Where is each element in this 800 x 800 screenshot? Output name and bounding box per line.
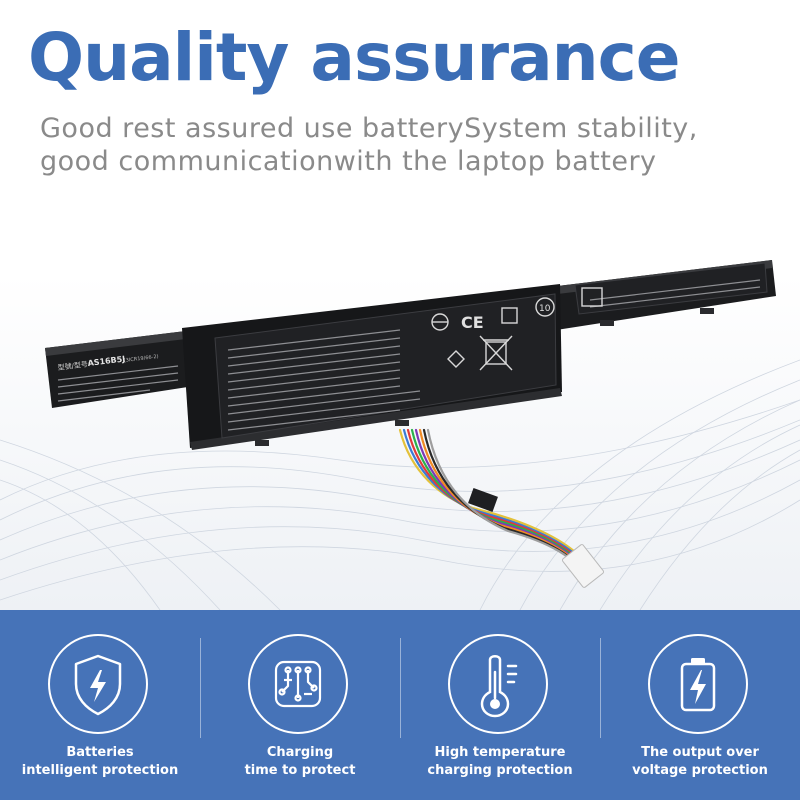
feature-high-temperature: High temperature charging protection bbox=[400, 610, 600, 800]
feature-label-line-1: High temperature bbox=[434, 745, 566, 760]
circuit-chip-icon bbox=[274, 660, 322, 708]
battery-fine-print bbox=[57, 279, 761, 431]
feature-icon-circle bbox=[648, 634, 748, 734]
page-title: Quality assurance bbox=[28, 19, 680, 96]
battery-end-label bbox=[574, 262, 768, 315]
thermometer-icon bbox=[480, 655, 518, 718]
feature-icon-circle bbox=[448, 634, 548, 734]
feature-over-voltage: The output over voltage protection bbox=[600, 610, 800, 800]
ce-mark: CE bbox=[461, 313, 484, 332]
battery-shield-icon bbox=[74, 654, 122, 716]
feature-label-line-2: time to protect bbox=[244, 763, 356, 778]
battery-image: 型號/型号: AS16B5J (3ICR19/66-2) CE 10 bbox=[45, 260, 776, 588]
feature-label-line-1: Batteries bbox=[66, 745, 134, 760]
feature-band: Batteries intelligent protection Cha bbox=[0, 610, 800, 800]
feature-label: The output over voltage protection bbox=[600, 744, 800, 780]
feature-charging-time: Charging time to protect bbox=[200, 610, 400, 800]
battery-model-note: (3ICR19/66-2) bbox=[124, 354, 159, 364]
divider bbox=[600, 638, 601, 738]
feature-label-line-2: intelligent protection bbox=[21, 763, 179, 778]
cable-sleeve bbox=[468, 488, 498, 512]
feature-label-line-1: Charging bbox=[266, 745, 334, 760]
subtitle: Good rest assured use batterySystem stab… bbox=[40, 112, 780, 178]
feature-label-line-2: voltage protection bbox=[632, 763, 768, 778]
feature-battery-protection: Batteries intelligent protection bbox=[0, 610, 200, 800]
feature-icon-circle bbox=[248, 634, 348, 734]
cert-ten-text: 10 bbox=[539, 304, 551, 314]
feature-icon-circle bbox=[48, 634, 148, 734]
cable-connector bbox=[561, 544, 605, 588]
recycle-mark bbox=[581, 287, 603, 307]
battery-bolt-icon bbox=[680, 658, 716, 712]
feature-label: Batteries intelligent protection bbox=[0, 744, 200, 780]
cert-ten-mark bbox=[535, 297, 555, 317]
cert-triangle-mark bbox=[447, 350, 465, 368]
battery-cert-marks: CE 10 bbox=[431, 287, 603, 371]
feature-label-line-2: charging protection bbox=[427, 763, 573, 778]
battery-label bbox=[214, 293, 557, 439]
feature-label: Charging time to protect bbox=[200, 744, 400, 780]
cert-square-mark bbox=[501, 307, 518, 324]
divider bbox=[400, 638, 401, 738]
subtitle-line-2: good communicationwith the laptop batter… bbox=[40, 146, 657, 177]
battery-model-prefix: 型號/型号: bbox=[57, 359, 91, 372]
feature-label: High temperature charging protection bbox=[400, 744, 600, 780]
subtitle-line-1: Good rest assured use batterySystem stab… bbox=[40, 113, 698, 144]
weee-bin-mark bbox=[479, 335, 513, 371]
divider bbox=[200, 638, 201, 738]
feature-label-line-1: The output over bbox=[641, 745, 759, 760]
